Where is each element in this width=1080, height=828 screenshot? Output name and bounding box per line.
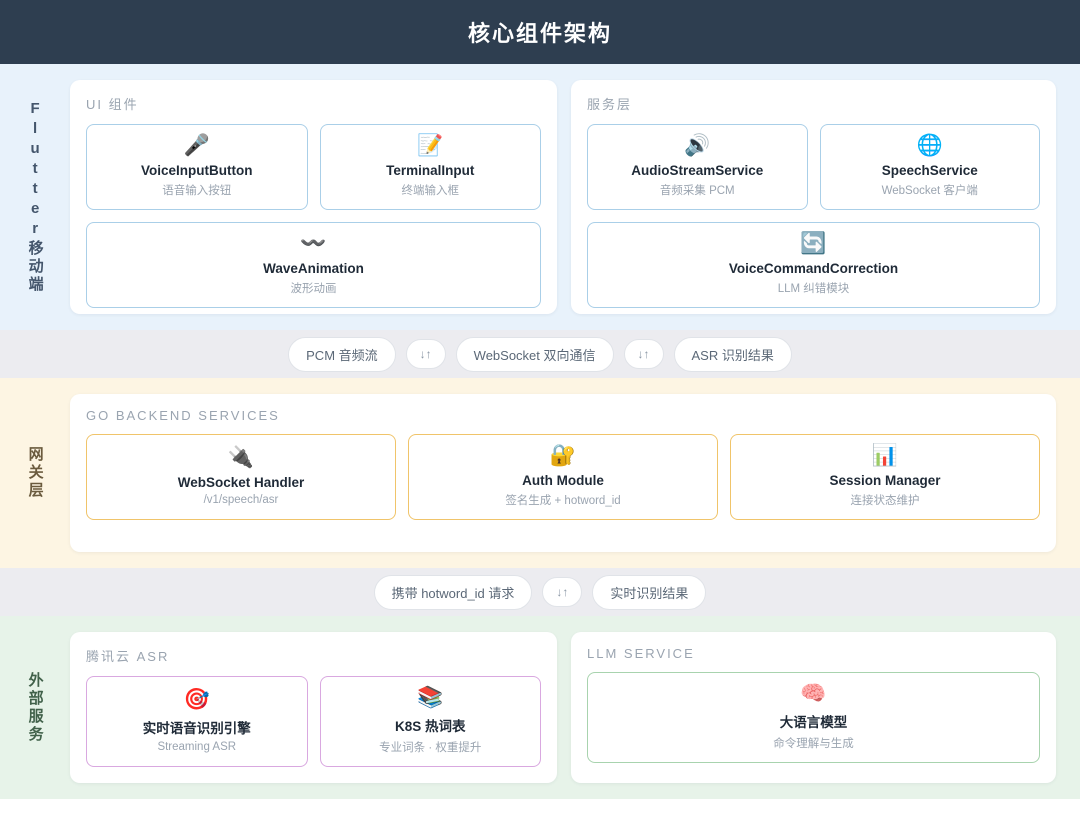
section-external-services: 外部服务 腾讯云 ASR 🎯 实时语音识别引擎 Streaming ASR 📚 … [0, 616, 1080, 799]
card-realtime-asr-engine[interactable]: 🎯 实时语音识别引擎 Streaming ASR [86, 676, 308, 767]
section-label-external: 外部服务 [0, 616, 70, 799]
panel-title: 腾讯云 ASR [86, 649, 170, 664]
card-terminal-input[interactable]: 📝 TerminalInput 终端输入框 [319, 124, 541, 210]
card-subtitle: /v1/speech/asr [203, 494, 279, 506]
section-label-text: 外部服务 [26, 671, 44, 744]
panel-go-backend-services: GO BACKEND SERVICES 🔌 WebSocket Handler … [70, 394, 1056, 552]
card-subtitle: LLM 纠错模块 [777, 283, 850, 295]
section-label-text: 网关层 [26, 446, 44, 500]
section-flutter-body: UI 组件 🎤 VoiceInputButton 语音输入按钮 📝 Termin… [70, 64, 1080, 330]
panel-ui-components: UI 组件 🎤 VoiceInputButton 语音输入按钮 📝 Termin… [70, 80, 557, 314]
card-large-language-model[interactable]: 🧠 大语言模型 命令理解与生成 [587, 672, 1040, 763]
card-row: 🧠 大语言模型 命令理解与生成 [587, 672, 1040, 763]
card-wave-animation[interactable]: 〰️ WaveAnimation 波形动画 [86, 222, 541, 308]
books-icon: 📚 [417, 686, 444, 709]
card-subtitle: 连接状态维护 [850, 495, 920, 507]
card-row: 🔊 AudioStreamService 音频采集 PCM 🌐 SpeechSe… [587, 124, 1040, 210]
section-label-flutter: Flutter移动端 [0, 64, 70, 330]
brain-icon: 🧠 [800, 682, 827, 705]
section-label-text: Flutter移动端 [26, 100, 44, 294]
card-speech-service[interactable]: 🌐 SpeechService WebSocket 客户端 [819, 124, 1040, 210]
lock-icon: 🔐 [549, 444, 577, 467]
microphone-icon: 🎤 [183, 134, 210, 157]
bidirectional-arrow-icon: ↓↑ [623, 339, 664, 369]
card-title: SpeechService [881, 163, 978, 178]
card-title: VoiceCommandCorrection [728, 261, 899, 276]
card-title: 大语言模型 [779, 715, 848, 730]
connector-band-2: 携带 hotword_id 请求 ↓↑ 实时识别结果 [0, 568, 1080, 616]
connector-chip-pcm-stream: PCM 音频流 [288, 336, 396, 372]
bidirectional-arrow-icon: ↓↑ [405, 339, 446, 369]
card-title: Auth Module [522, 473, 604, 488]
card-title: TerminalInput [386, 163, 475, 178]
card-subtitle: Streaming ASR [157, 741, 237, 753]
section-label-gateway: 网关层 [0, 378, 70, 568]
card-subtitle: 音频采集 PCM [659, 185, 735, 197]
panel-llm-service: LLM SERVICE 🧠 大语言模型 命令理解与生成 [571, 632, 1056, 783]
card-voice-input-button[interactable]: 🎤 VoiceInputButton 语音输入按钮 [86, 124, 308, 210]
bidirectional-arrow-icon: ↓↑ [542, 577, 583, 607]
card-subtitle: 语音输入按钮 [162, 185, 232, 197]
refresh-icon: 🔄 [800, 232, 827, 255]
card-row: 〰️ WaveAnimation 波形动画 [86, 222, 541, 308]
page-header: 核心组件架构 [0, 0, 1080, 64]
section-gateway-layer: 网关层 GO BACKEND SERVICES 🔌 WebSocket Hand… [0, 378, 1080, 568]
card-subtitle: 终端输入框 [401, 185, 460, 197]
panel-title: UI 组件 [86, 97, 139, 112]
memo-pencil-icon: 📝 [417, 134, 444, 157]
connector-chip-websocket: WebSocket 双向通信 [455, 336, 614, 372]
card-title: Session Manager [829, 473, 941, 488]
card-subtitle: WebSocket 客户端 [881, 185, 978, 197]
card-session-manager[interactable]: 📊 Session Manager 连接状态维护 [730, 434, 1040, 520]
card-title: WebSocket Handler [177, 475, 305, 490]
card-title: K8S 热词表 [394, 719, 466, 734]
card-row: 🎤 VoiceInputButton 语音输入按钮 📝 TerminalInpu… [86, 124, 541, 210]
card-subtitle: 签名生成 + hotword_id [505, 495, 621, 507]
section-flutter-mobile: Flutter移动端 UI 组件 🎤 VoiceInputButton 语音输入… [0, 64, 1080, 330]
panel-tencent-cloud-asr: 腾讯云 ASR 🎯 实时语音识别引擎 Streaming ASR 📚 K8S 热… [70, 632, 557, 783]
panel-title: 服务层 [587, 97, 633, 112]
card-title: WaveAnimation [263, 261, 364, 276]
card-subtitle: 专业词条 · 权重提升 [379, 742, 482, 754]
card-subtitle: 波形动画 [290, 283, 337, 295]
card-auth-module[interactable]: 🔐 Auth Module 签名生成 + hotword_id [408, 434, 718, 520]
card-k8s-hotword-list[interactable]: 📚 K8S 热词表 专业词条 · 权重提升 [319, 676, 541, 767]
card-row: 🎯 实时语音识别引擎 Streaming ASR 📚 K8S 热词表 专业词条 … [86, 676, 541, 767]
card-title: VoiceInputButton [141, 163, 253, 178]
section-external-body: 腾讯云 ASR 🎯 实时语音识别引擎 Streaming ASR 📚 K8S 热… [70, 616, 1080, 799]
card-voice-command-correction[interactable]: 🔄 VoiceCommandCorrection LLM 纠错模块 [587, 222, 1040, 308]
card-row: 🔌 WebSocket Handler /v1/speech/asr 🔐 Aut… [86, 434, 1040, 520]
card-title: AudioStreamService [631, 163, 764, 178]
card-subtitle: 命令理解与生成 [773, 738, 854, 750]
page-title: 核心组件架构 [467, 21, 612, 46]
panel-title: GO BACKEND SERVICES [86, 408, 280, 423]
speaker-icon: 🔊 [684, 134, 711, 157]
wave-icon: 〰️ [300, 232, 327, 255]
connector-chip-hotword-request: 携带 hotword_id 请求 [373, 574, 533, 610]
plug-icon: 🔌 [227, 446, 255, 469]
connector-chip-asr-result: ASR 识别结果 [673, 336, 792, 372]
card-websocket-handler[interactable]: 🔌 WebSocket Handler /v1/speech/asr [86, 434, 396, 520]
bar-chart-icon: 📊 [871, 444, 899, 467]
connector-band-1: PCM 音频流 ↓↑ WebSocket 双向通信 ↓↑ ASR 识别结果 [0, 330, 1080, 378]
panel-title: LLM SERVICE [587, 646, 695, 661]
connector-chip-realtime-result: 实时识别结果 [592, 574, 707, 610]
card-audio-stream-service[interactable]: 🔊 AudioStreamService 音频采集 PCM [587, 124, 808, 210]
card-row: 🔄 VoiceCommandCorrection LLM 纠错模块 [587, 222, 1040, 308]
card-title: 实时语音识别引擎 [142, 721, 251, 736]
globe-icon: 🌐 [916, 134, 943, 157]
panel-service-layer: 服务层 🔊 AudioStreamService 音频采集 PCM 🌐 Spee… [571, 80, 1056, 314]
dart-target-icon: 🎯 [183, 688, 210, 711]
section-gateway-body: GO BACKEND SERVICES 🔌 WebSocket Handler … [70, 378, 1080, 568]
